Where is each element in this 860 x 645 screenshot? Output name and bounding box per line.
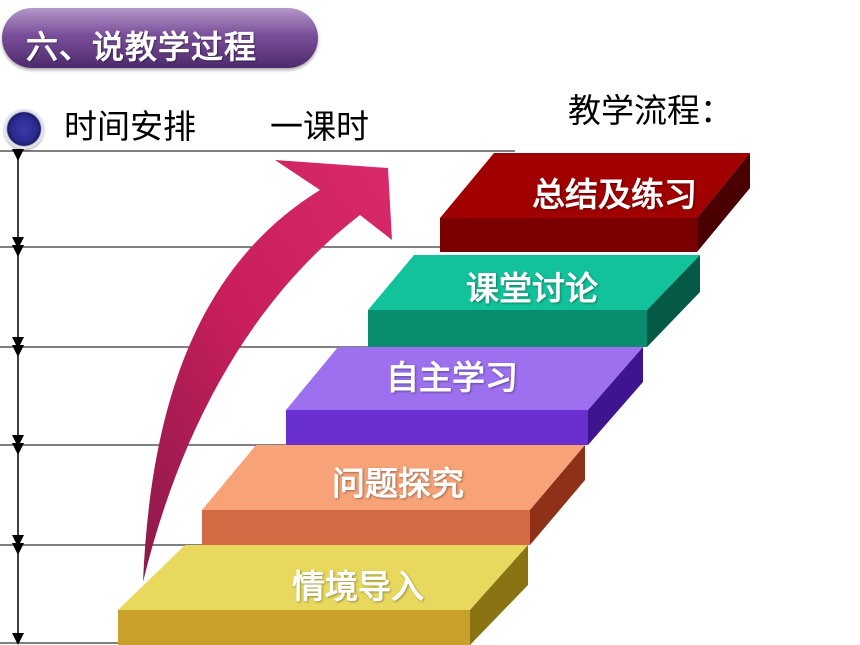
title-banner: 六、说教学过程	[2, 8, 318, 68]
time-label: 时间安排	[64, 107, 196, 146]
step-4	[368, 255, 700, 347]
step-label-3: 自主学习	[386, 358, 518, 397]
step-5	[440, 153, 750, 252]
step-1	[118, 545, 528, 645]
curved-arrow-icon	[143, 160, 392, 582]
step-2	[202, 445, 585, 545]
step-label-4: 课堂讨论	[466, 269, 598, 308]
bullet-circle-icon	[4, 109, 44, 149]
flow-label: 教学流程：	[568, 91, 733, 130]
slide-title: 六、说教学过程	[26, 28, 258, 66]
step-label-5: 总结及练习	[532, 175, 697, 214]
step-label-1: 情境导入	[292, 567, 424, 606]
step-3	[286, 347, 643, 445]
step-label-2: 问题探究	[332, 464, 464, 503]
time-value: 一课时	[270, 107, 369, 146]
